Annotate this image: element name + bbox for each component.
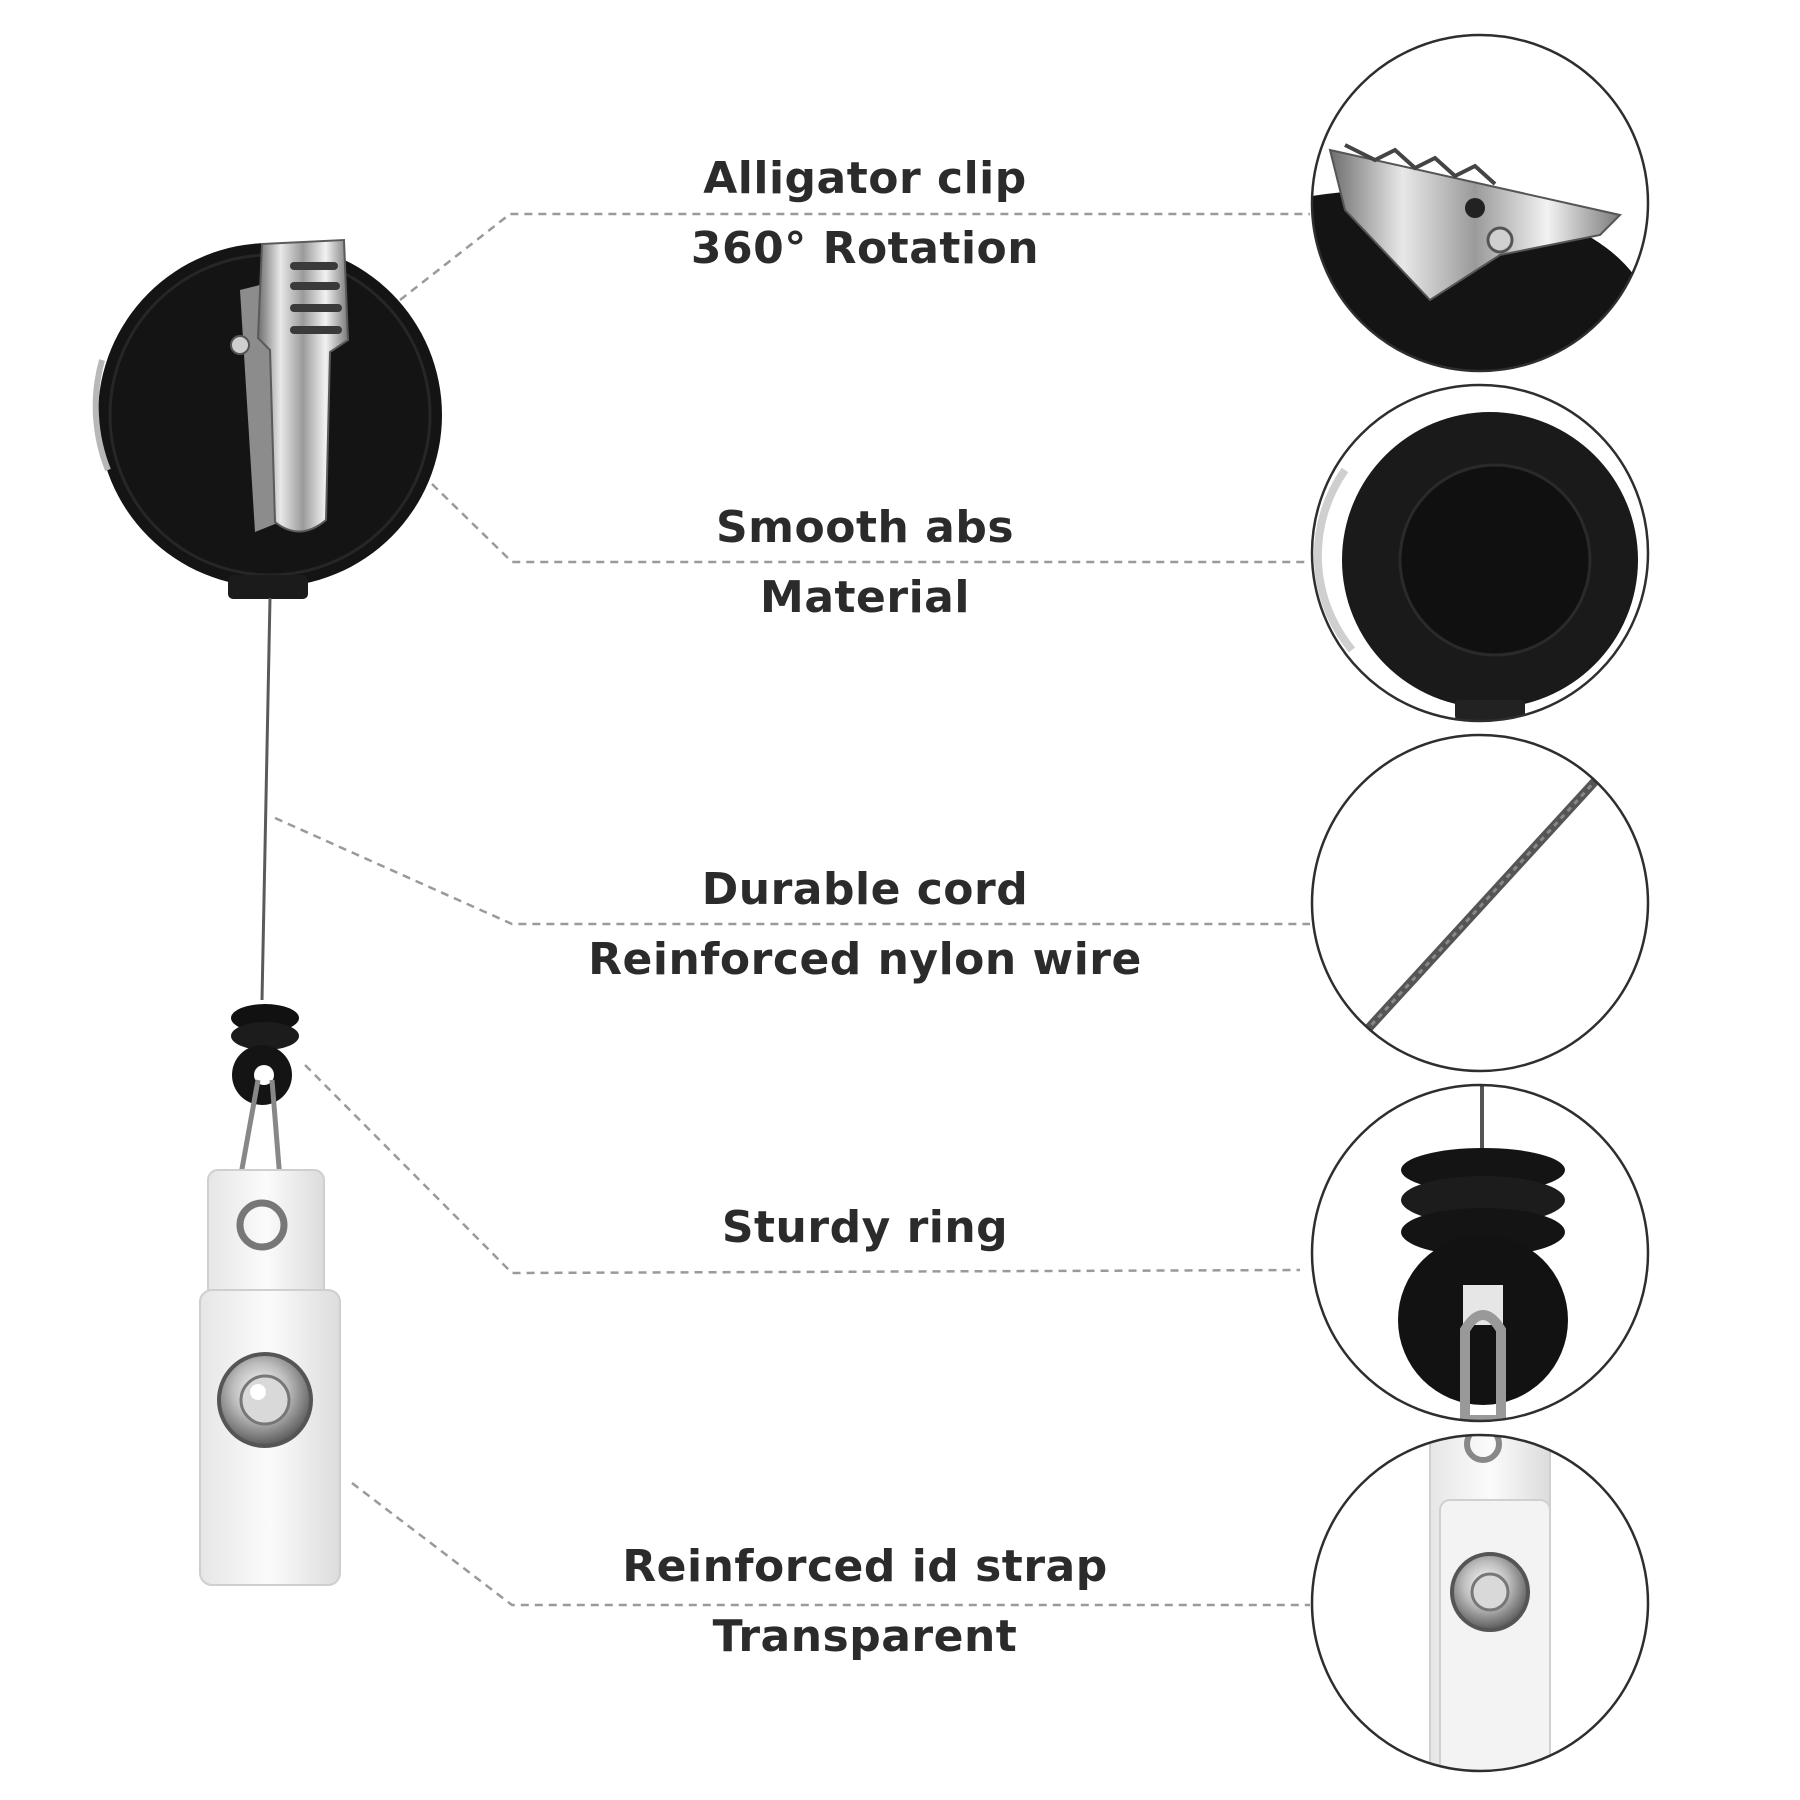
feature-label-cord: Durable cord Reinforced nylon wire [555, 868, 1175, 982]
leader-lines [274, 212, 1310, 1607]
detail-circle-ring [1312, 1085, 1648, 1421]
feature-subtitle: Material [760, 572, 970, 623]
feature-subtitle: Transparent [712, 1611, 1018, 1662]
detail-circle-clip [1312, 35, 1648, 371]
detail-circle-outline-2 [1310, 383, 1650, 723]
detail-circle-cord [1312, 735, 1648, 1071]
feature-label-strap: Reinforced id strap Transparent [555, 1545, 1175, 1659]
leader-line-ring [304, 1064, 1301, 1275]
detail-circle-outline-3 [1310, 733, 1650, 1073]
leader-line-clip [399, 212, 1310, 301]
leader-line-strap [351, 1482, 1310, 1607]
feature-title: Durable cord [701, 864, 1029, 915]
ring-stopper [231, 1004, 299, 1105]
feature-title: Reinforced id strap [622, 1541, 1108, 1592]
feature-title: Alligator clip [703, 153, 1027, 204]
detail-circle-outline-4 [1310, 1083, 1650, 1423]
feature-subtitle: 360° Rotation [690, 223, 1040, 274]
leader-line-cord [274, 816, 1310, 926]
detail-circle-strap [1312, 1435, 1648, 1771]
cord-exit [228, 575, 308, 599]
feature-title: Smooth abs [715, 502, 1015, 553]
alligator-clip [230, 238, 350, 533]
detail-circle-outline-5 [1310, 1433, 1650, 1773]
feature-label-ring: Sturdy ring [555, 1206, 1175, 1250]
feature-subtitle: Reinforced nylon wire [588, 934, 1142, 985]
feature-label-body: Smooth abs Material [555, 506, 1175, 620]
cord [260, 597, 272, 1001]
feature-title: Sturdy ring [721, 1202, 1009, 1253]
badge-reel-product [92, 238, 442, 1586]
detail-circle-body [1312, 385, 1648, 721]
detail-circle-outline-1 [1310, 33, 1650, 373]
feature-label-clip: Alligator clip 360° Rotation [555, 157, 1175, 271]
